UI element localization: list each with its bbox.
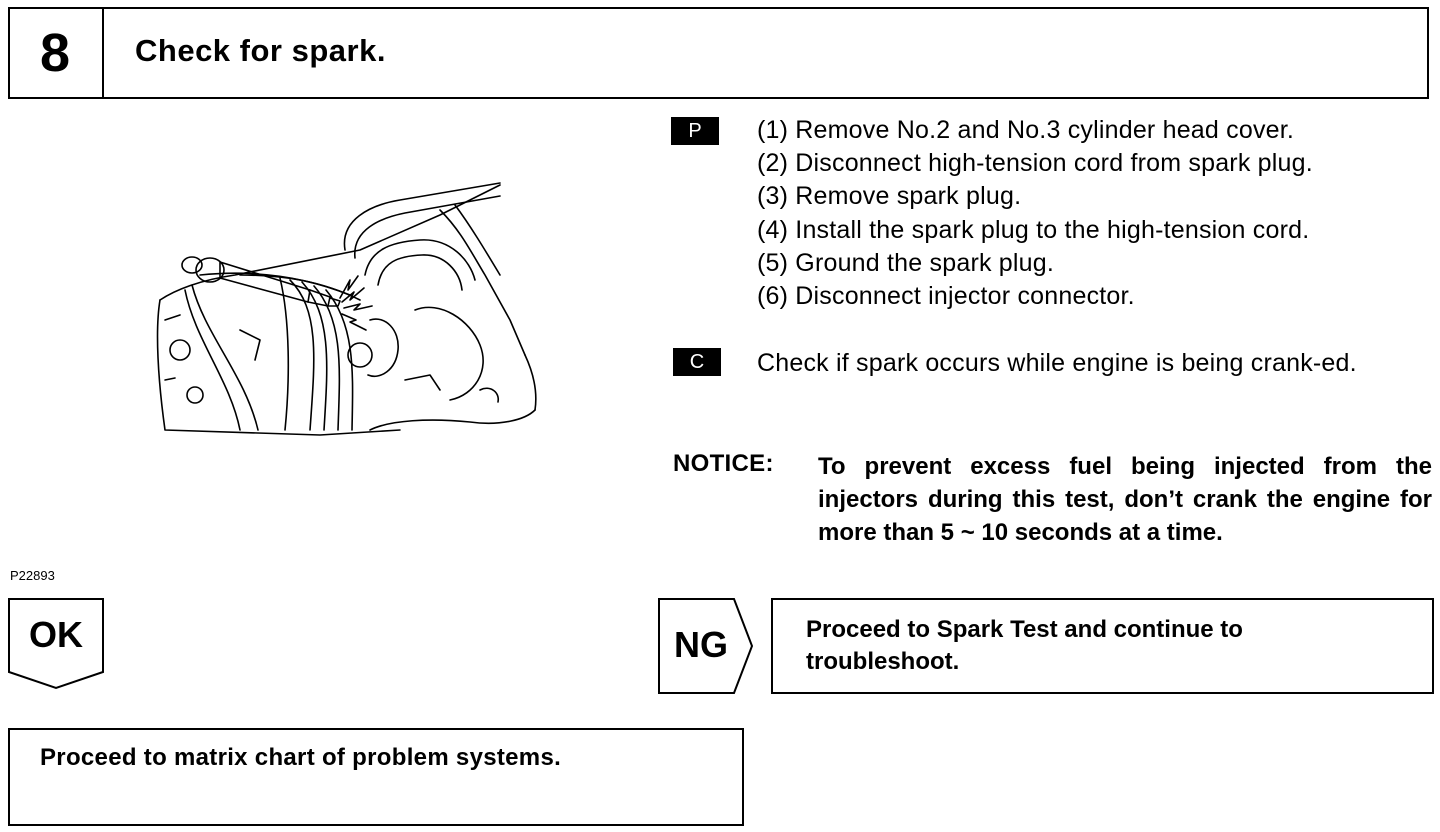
procedure-steps: (1) Remove No.2 and No.3 cylinder head c… (757, 114, 1313, 313)
ng-label: NG (674, 624, 728, 665)
ok-label: OK (29, 614, 83, 655)
ok-action-box (8, 728, 744, 826)
ok-badge (8, 598, 104, 690)
check-instruction: Check if spark occurs while engine is be… (757, 349, 1357, 377)
procedure-step: (4) Install the spark plug to the high-t… (757, 215, 1310, 244)
ng-badge (658, 598, 754, 694)
figure-code: P22893 (10, 568, 55, 583)
step-number: 8 (8, 7, 104, 99)
notice-text: To prevent excess fuel being injected fr… (818, 453, 1432, 546)
ok-action-text: Proceed to matrix chart of problem syste… (40, 744, 562, 771)
notice-label: NOTICE: (673, 450, 774, 477)
procedure-step: (3) Remove spark plug. (757, 182, 1022, 211)
ng-action-box (771, 598, 1434, 694)
step-title: Check for spark. (135, 33, 386, 68)
procedure-step: (6) Disconnect injector connector. (757, 282, 1135, 311)
engine-spark-plug-illustration (156, 182, 537, 436)
procedure-step: (5) Ground the spark plug. (757, 248, 1055, 277)
step-header (8, 7, 1429, 99)
ng-action-text: Proceed to Spark Test and continue to tr… (806, 616, 1243, 675)
procedure-step: (2) Disconnect high-tension cord from sp… (757, 149, 1313, 178)
procedure-tag: P (671, 117, 719, 145)
check-tag: C (673, 348, 721, 376)
procedure-step: (1) Remove No.2 and No.3 cylinder head c… (757, 116, 1295, 144)
